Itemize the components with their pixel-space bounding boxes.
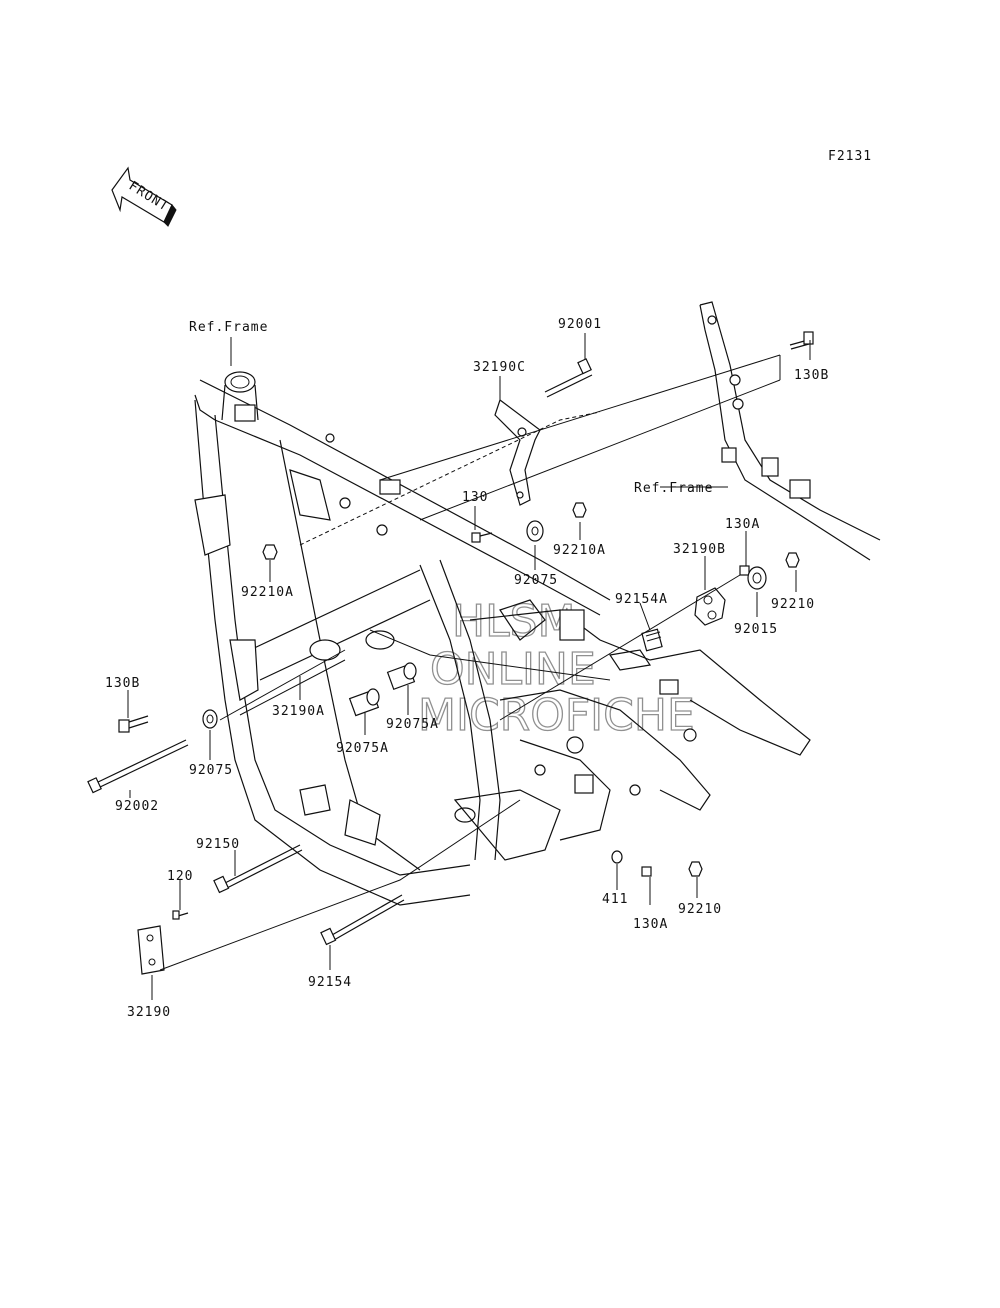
leader-lines xyxy=(127,333,811,1000)
engine-cradle xyxy=(469,599,811,841)
washer-92075-left xyxy=(202,709,218,729)
main-frame xyxy=(194,371,611,906)
bracket-32190C xyxy=(494,399,541,506)
callout-92210A-top: 92210A xyxy=(553,543,606,558)
callout-32190: 32190 xyxy=(127,1005,171,1020)
callout-92075A-2: 92075A xyxy=(336,741,389,756)
ref-frame-label-left: Ref.Frame xyxy=(189,320,268,335)
front-arrow-icon: FRONT xyxy=(111,166,177,227)
callout-92015: 92015 xyxy=(734,622,778,637)
collar-92075A-2 xyxy=(348,688,380,717)
callout-130: 130 xyxy=(462,490,488,505)
bolt-92154 xyxy=(320,894,405,946)
nut-92210A-left xyxy=(262,544,278,560)
callout-92150: 92150 xyxy=(196,837,240,852)
callout-32190B: 32190B xyxy=(673,542,726,557)
washer-92075-top xyxy=(526,520,544,542)
bolt-92150 xyxy=(213,844,303,894)
callout-92075A-1: 92075A xyxy=(386,717,439,732)
callout-92154A: 92154A xyxy=(615,592,668,607)
bolt-92001 xyxy=(544,358,593,398)
nut-92210-right xyxy=(785,552,800,568)
callout-92001: 92001 xyxy=(558,317,602,332)
bolt-130B-left xyxy=(118,715,149,733)
watermark: HLSM ONLINE MICROFICHE xyxy=(417,595,695,741)
callout-92210A-left: 92210A xyxy=(241,585,294,600)
callout-92210-right: 92210 xyxy=(771,597,815,612)
callout-120: 120 xyxy=(167,869,193,884)
nut-92210A-top xyxy=(572,502,587,518)
screw-120 xyxy=(172,910,189,920)
callout-130B-top: 130B xyxy=(794,368,829,383)
bolt-130A-bottom xyxy=(641,866,652,877)
callout-411: 411 xyxy=(602,892,628,907)
washer-411 xyxy=(611,850,623,864)
watermark-line-3: MICROFICHE xyxy=(418,690,695,741)
callout-labels: Ref.Frame Ref.Frame 92001 32190C 130B 13… xyxy=(105,317,829,1020)
bolt-130A-top xyxy=(739,565,750,576)
nut-92210-bottom xyxy=(688,861,703,877)
ref-frame-label-right: Ref.Frame xyxy=(634,481,713,496)
callout-130A-top: 130A xyxy=(725,517,760,532)
collar-92075A-1 xyxy=(386,662,417,690)
bracket-32190 xyxy=(137,925,165,975)
callout-92210-bottom: 92210 xyxy=(678,902,722,917)
watermark-line-2: ONLINE xyxy=(430,644,596,695)
front-arrow-label: FRONT xyxy=(126,179,171,215)
callout-92154: 92154 xyxy=(308,975,352,990)
bushing-92015 xyxy=(747,566,767,590)
watermark-line-1: HLSM xyxy=(452,596,576,647)
spacer-92154A xyxy=(641,628,663,652)
callout-32190A: 32190A xyxy=(272,704,325,719)
bolt-130 xyxy=(471,532,493,543)
callout-92075-top: 92075 xyxy=(514,573,558,588)
figure-id: F2131 xyxy=(828,149,872,164)
bolt-130B-top xyxy=(789,331,814,350)
callout-130A-bottom: 130A xyxy=(633,917,668,932)
callout-92002: 92002 xyxy=(115,799,159,814)
callout-92075-left: 92075 xyxy=(189,763,233,778)
ref-frame-right xyxy=(699,301,881,561)
bolt-92002 xyxy=(87,739,189,794)
callout-130B-left: 130B xyxy=(105,676,140,691)
callout-32190C: 32190C xyxy=(473,360,526,375)
